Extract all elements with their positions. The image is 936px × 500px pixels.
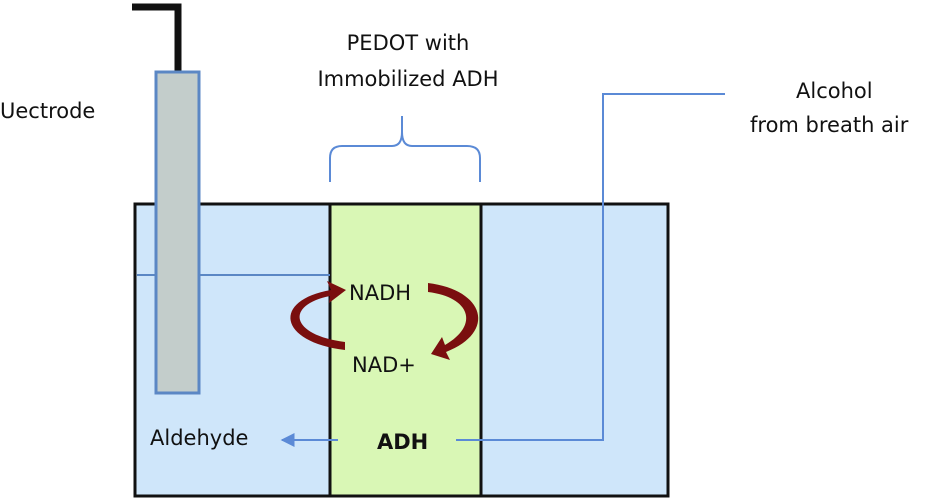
nad-plus-label: NAD+ (352, 353, 416, 377)
nadh-label: NADH (349, 281, 411, 305)
alcohol-flow-line (456, 93, 725, 441)
adh-label: ADH (377, 430, 428, 454)
cofactor-cycle (290, 281, 479, 360)
pedot-layer (328, 202, 483, 498)
aldehyde-label: Aldehyde (150, 426, 248, 450)
alcohol-label-line1: Alcohol (796, 79, 873, 103)
electrode-label: Uectrode (0, 99, 95, 123)
electrode-lead (132, 3, 182, 72)
pedot-brace (329, 116, 481, 182)
cycle-arrow-right (428, 283, 479, 360)
pedot-label-line1: PEDOT with (347, 31, 470, 55)
pedot-label-line2: Immobilized ADH (317, 67, 498, 91)
cycle-arrow-left (290, 281, 346, 350)
electrode-rod (154, 70, 201, 395)
alcohol-label-line2: from breath air (750, 113, 909, 137)
